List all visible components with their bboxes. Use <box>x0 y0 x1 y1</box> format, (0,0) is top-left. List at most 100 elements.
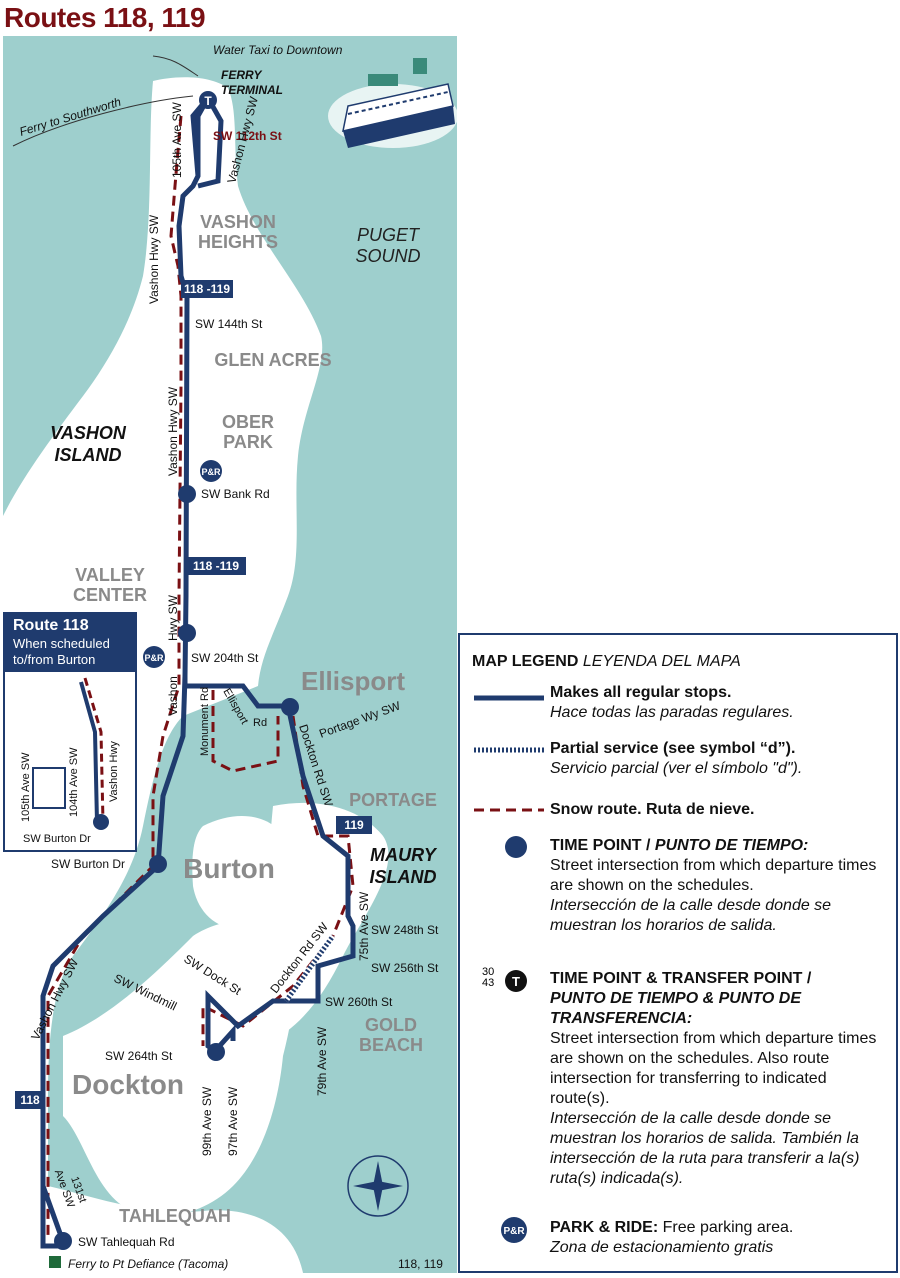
street-vashon-hwy-mid: Vashon Hwy SW <box>166 386 180 476</box>
inset-map: 105th Ave SW 104th Ave SW Vashon Hwy SW … <box>20 677 120 845</box>
street-rd: Rd <box>253 717 267 729</box>
regular-route-terminal-loop <box>190 93 224 189</box>
legend-regular-line-icon <box>474 695 544 701</box>
ferry-boat-illustration <box>328 58 457 148</box>
legend-pr-title: PARK & RIDE: <box>550 1219 659 1236</box>
route-badge-118: 118 <box>15 1091 45 1109</box>
legend-heading-en: MAP LEGEND <box>472 653 579 670</box>
legend-pr-es: Zona de estacionamiento gratis <box>550 1239 774 1256</box>
label-glen-acres: GLEN ACRES <box>214 350 331 370</box>
label-burton: Burton <box>183 853 275 884</box>
label-portage: PORTAGE <box>349 790 437 810</box>
legend-transfer-point: TIME POINT & TRANSFER POINT / PUNTO DE T… <box>550 969 890 1189</box>
street-sw-tahlequah: SW Tahlequah Rd <box>78 1235 175 1249</box>
park-ride-204: P&R <box>143 646 165 668</box>
label-dockton: Dockton <box>72 1069 184 1100</box>
inset-header: Route 118 When scheduled to/from Burton <box>5 614 135 672</box>
legend-regular: Makes all regular stops. Hace todas las … <box>550 683 890 723</box>
legend-partial-title: Partial service (see symbol “d”). <box>550 740 796 757</box>
time-point-burton <box>149 855 167 873</box>
street-monument: Monument Rd <box>199 687 211 756</box>
street-sw260: SW 260th St <box>325 995 393 1009</box>
legend-regular-es: Hace todas las paradas regulares. <box>550 704 794 721</box>
svg-text:T: T <box>204 94 212 108</box>
inset-subtitle: When scheduled to/from Burton <box>13 636 110 667</box>
street-ave79: 79th Ave SW <box>315 1026 329 1096</box>
svg-text:P&R: P&R <box>503 1226 525 1237</box>
tahlequah-land <box>48 1186 303 1273</box>
legend-transfer-title: TIME POINT & TRANSFER POINT / <box>550 970 812 987</box>
legend-snow-title: Snow route. Ruta de nieve. <box>550 801 755 818</box>
legend-partial-line-icon <box>474 747 544 753</box>
vashon-island-land <box>3 77 323 1273</box>
label-water-taxi: Water Taxi to Downtown <box>213 43 343 57</box>
label-pt-defiance: Ferry to Pt Defiance (Tacoma) <box>68 1257 228 1271</box>
legend-transfer-es: Intersección de la calle desde donde se … <box>550 1110 860 1187</box>
legend-tp-title: TIME POINT / <box>550 837 655 854</box>
legend-transfer-body: Street intersection from which departure… <box>550 1030 877 1107</box>
street-sw248: SW 248th St <box>371 923 439 937</box>
water-taxi-line <box>152 55 199 77</box>
time-point-dockton <box>207 1043 225 1061</box>
inset-title: Route 118 <box>13 617 89 634</box>
legend-park-ride-icon: P&R <box>501 1217 527 1243</box>
svg-text:P&R: P&R <box>144 653 164 663</box>
regular-route-south <box>40 675 188 1249</box>
legend-time-point-icon <box>505 836 527 858</box>
transfer-point-ferry-terminal: T <box>199 91 217 109</box>
svg-text:SW Burton Dr: SW Burton Dr <box>23 833 91 845</box>
street-vashon: Vashon <box>166 676 180 716</box>
svg-text:118 -119: 118 -119 <box>193 559 239 573</box>
legend-regular-title: Makes all regular stops. <box>550 684 732 701</box>
street-sw256: SW 256th St <box>371 961 439 975</box>
legend-partial-es: Servicio parcial (ver el símbolo "d"). <box>550 760 803 777</box>
street-vashon-hwy-left: Vashon Hwy SW <box>147 214 161 304</box>
street-hwy-sw: Hwy SW <box>166 594 180 641</box>
southworth-ferry-line <box>12 95 194 147</box>
legend-transfer-point-icon: T <box>505 970 527 992</box>
street-ave99: 99th Ave SW <box>200 1086 214 1156</box>
street-sw204: SW 204th St <box>191 651 259 665</box>
time-point-sw-204 <box>178 624 196 642</box>
time-point-sw-bank <box>178 485 196 503</box>
svg-text:118: 118 <box>20 1093 40 1107</box>
label-ellisport: Ellisport <box>301 666 405 696</box>
street-sw-bank: SW Bank Rd <box>201 487 270 501</box>
svg-text:119: 119 <box>344 818 364 832</box>
regular-route-tahlequah-spur <box>40 1185 64 1237</box>
route-badge-119: 119 <box>336 816 372 834</box>
legend-partial: Partial service (see symbol “d”). Servic… <box>550 739 890 779</box>
regular-route-line <box>176 96 356 1055</box>
route-badge-118-119-mid: 118 -119 <box>186 557 246 575</box>
legend-park-ride: PARK & RIDE: Free parking area. Zona de … <box>550 1218 890 1258</box>
legend-pr-body: Free parking area. <box>662 1219 794 1236</box>
map-legend: MAP LEGEND LEYENDA DEL MAPA Makes all re… <box>458 633 898 1273</box>
snow-route-dockton <box>201 715 355 1046</box>
street-sw264: SW 264th St <box>105 1049 173 1063</box>
dockton-land <box>63 921 295 1217</box>
burton-peninsula-land <box>192 816 296 929</box>
street-sw144: SW 144th St <box>195 317 263 331</box>
legend-tp-body: Street intersection from which departure… <box>550 857 877 894</box>
svg-text:118 -119: 118 -119 <box>184 282 230 296</box>
label-footer-routes: 118, 119 <box>398 1257 443 1271</box>
svg-text:Vashon Hwy: Vashon Hwy <box>108 741 120 802</box>
time-point-tahlequah <box>54 1232 72 1250</box>
legend-heading-es: LEYENDA DEL MAPA <box>582 653 741 670</box>
park-ride-ober: P&R <box>200 460 222 482</box>
street-sw112: SW 112th St <box>213 129 282 143</box>
label-tahlequah: TAHLEQUAH <box>119 1206 231 1226</box>
legend-heading: MAP LEGEND LEYENDA DEL MAPA <box>472 653 741 671</box>
svg-text:T: T <box>512 974 520 989</box>
svg-text:105th Ave SW: 105th Ave SW <box>20 752 32 822</box>
street-sw-burton-dr: SW Burton Dr <box>51 857 125 871</box>
legend-tp-es: Intersección de la calle desde donde se … <box>550 897 832 934</box>
